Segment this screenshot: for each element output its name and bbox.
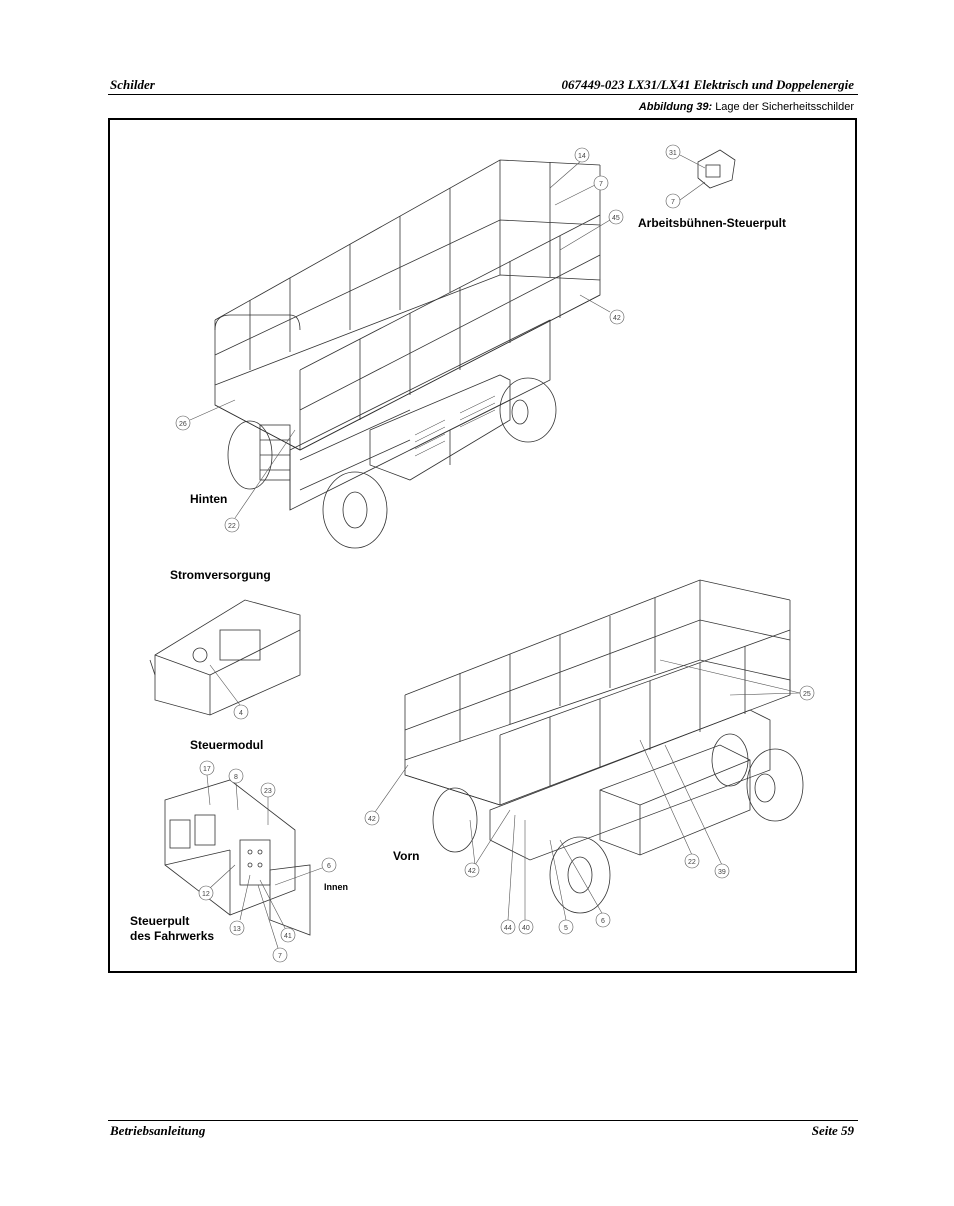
svg-text:41: 41: [284, 933, 292, 940]
svg-text:13: 13: [233, 926, 241, 933]
svg-text:42: 42: [468, 868, 476, 875]
svg-text:12: 12: [202, 891, 210, 898]
figure-title: Lage der Sicherheitsschilder: [715, 101, 854, 113]
svg-text:25: 25: [803, 691, 811, 698]
footer-rule: [108, 1120, 858, 1121]
svg-text:31: 31: [669, 150, 677, 157]
svg-text:6: 6: [327, 863, 331, 870]
platform-console-drawing: [697, 149, 736, 189]
label-platform-console: Arbeitsbühnen-Steuerpult: [638, 216, 787, 230]
svg-text:14: 14: [578, 153, 586, 160]
header-document-title: 067449-023 LX31/LX41 Elektrisch und Dopp…: [561, 77, 855, 92]
figure-caption: Abbildung 39: Lage der Sicherheitsschild…: [639, 101, 854, 113]
svg-text:26: 26: [179, 421, 187, 428]
svg-text:42: 42: [613, 315, 621, 322]
svg-text:7: 7: [671, 199, 675, 206]
svg-text:22: 22: [688, 859, 696, 866]
front-view-lift-drawing: [404, 579, 804, 914]
label-power-supply: Stromversorgung: [170, 568, 271, 582]
rear-view-lift-drawing: [214, 159, 601, 549]
power-supply-drawing: [149, 599, 301, 716]
callout-markers: 14 7 45 42 26 22 31 7 4 17 8 23 6 12 13 …: [175, 144, 815, 963]
svg-text:7: 7: [599, 181, 603, 188]
svg-text:8: 8: [234, 774, 238, 781]
svg-text:23: 23: [264, 788, 272, 795]
svg-text:42: 42: [368, 816, 376, 823]
svg-text:45: 45: [612, 215, 620, 222]
label-rear: Hinten: [190, 492, 228, 506]
label-ground-console-line1: Steuerpult: [130, 914, 190, 928]
svg-text:22: 22: [228, 523, 236, 530]
svg-text:4: 4: [239, 710, 243, 717]
svg-text:17: 17: [203, 766, 211, 773]
header-rule: [108, 94, 858, 95]
figure-number: Abbildung 39:: [638, 101, 713, 113]
header-section: Schilder: [110, 77, 155, 92]
figure-illustration: 14 7 45 42 26 22 31 7 4 17 8 23 6 12 13 …: [149, 144, 815, 963]
label-control-module: Steuermodul: [190, 738, 264, 752]
footer-page-number: Seite 59: [811, 1123, 854, 1138]
label-front: Vorn: [393, 849, 420, 863]
svg-text:44: 44: [504, 925, 512, 932]
svg-text:39: 39: [718, 869, 726, 876]
figure-frame: 14 7 45 42 26 22 31 7 4 17 8 23 6 12 13 …: [108, 118, 857, 973]
footer-left: Betriebsanleitung: [110, 1123, 206, 1138]
label-inside: Innen: [324, 882, 348, 892]
svg-text:40: 40: [522, 925, 530, 932]
svg-text:7: 7: [278, 953, 282, 960]
svg-text:6: 6: [601, 918, 605, 925]
label-ground-console-line2: des Fahrwerks: [130, 929, 215, 943]
svg-text:5: 5: [564, 925, 568, 932]
